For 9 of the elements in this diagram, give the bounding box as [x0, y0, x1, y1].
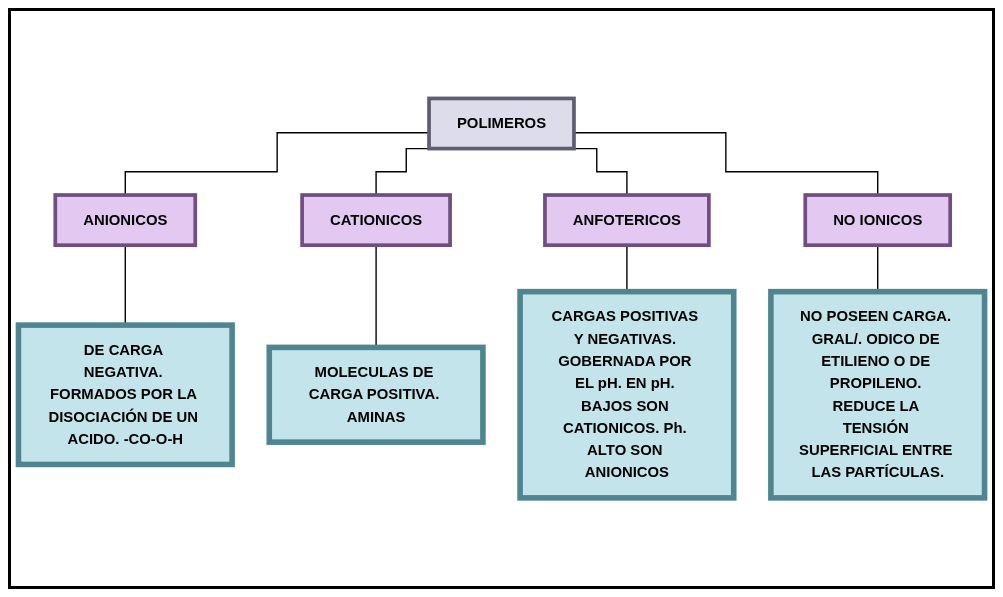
node-box: CARGAS POSITIVAS Y NEGATIVAS. GOBERNADA POR EL pH. EN pH. BAJOS SON CATIONICOS. Ph. ALTO SON ANIONICOS — [517, 289, 737, 501]
node-box: NO IONICOS — [803, 193, 953, 248]
node-box: ANFOTERICOS — [543, 193, 711, 248]
node-box: POLIMEROS — [427, 96, 576, 151]
node-box: CATIONICOS — [300, 193, 452, 248]
node-box: DE CARGA NEGATIVA. FORMADOS POR LA DISOCIACIÓN DE UN ACIDO. -CO-O-H — [15, 322, 235, 468]
node-box: ANIONICOS — [53, 193, 198, 248]
node-box: MOLECULAS DE CARGA POSITIVA. AMINAS — [266, 344, 486, 446]
node-box: NO POSEEN CARGA. GRAL/. ODICO DE ETILIENO O DE PROPILENO. REDUCE LA TENSIÓN SUPERFICIAL ENTRE LAS PARTÍCULAS. — [768, 289, 988, 501]
